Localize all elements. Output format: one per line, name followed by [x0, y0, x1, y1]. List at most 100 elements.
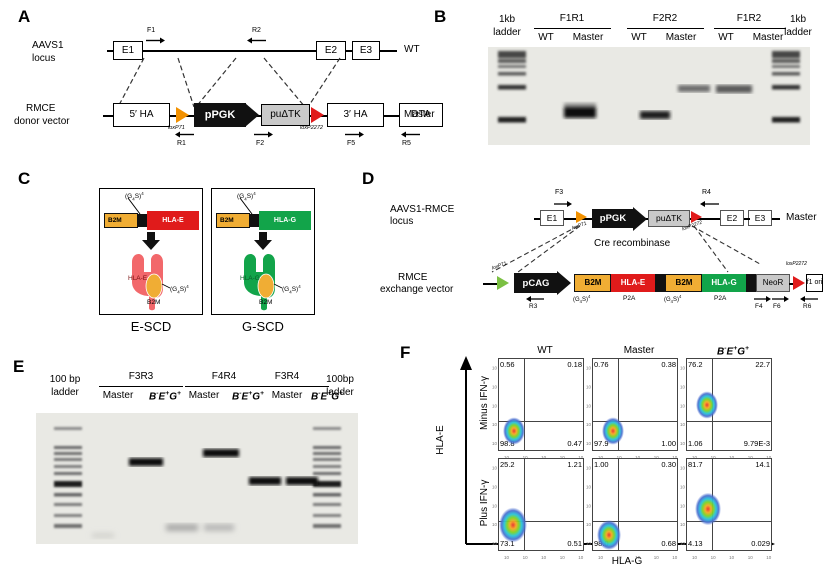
panel-d-row2-label-line1: RMCE [398, 272, 428, 283]
panel-d-primer-f3-arrow [554, 201, 572, 207]
panel-a-box-5ha: 5′ HA [113, 103, 170, 127]
panel-b-group-f1r2: F1R2 [736, 13, 762, 24]
panel-b-lane-2: Master [572, 32, 604, 43]
panel-a-primer-r2-arrow [247, 37, 266, 44]
panel-d-underlabel-2: P2A [623, 295, 636, 302]
panel-e-gel [36, 413, 358, 544]
svg-text:10: 10 [598, 555, 604, 560]
panel-a-row2-label-line1: RMCE [26, 103, 56, 114]
panel-d-box-e1: E1 [540, 210, 564, 226]
panel-d-row1-label-line1: AAVS1-RMCE [390, 204, 455, 215]
panel-b-gel [488, 47, 810, 145]
panel-a-row1-label-line1: AAVS1 [32, 40, 64, 51]
panel-a-loxp71-triangle [176, 107, 189, 123]
panel-e-group-f3r4: F3R4 [274, 371, 300, 382]
panel-e-ladder-right-l2: ladder [326, 387, 354, 398]
panel-d-vector-loxp2272-triangle [793, 276, 805, 290]
panel-f-row-minus: Minus IFN-γ [479, 376, 490, 430]
svg-text:10: 10 [672, 555, 678, 560]
panel-f-col-begplus: B-E+G+ [717, 345, 749, 358]
panel-a-wt-backbone [107, 50, 397, 52]
panel-d-primer-f4: F4 [755, 303, 763, 310]
svg-text:10: 10 [578, 555, 584, 560]
panel-c-left-down-arrow [142, 232, 160, 250]
panel-d-primer-r4-arrow [700, 201, 719, 207]
svg-text:10: 10 [766, 555, 772, 560]
panel-c-right-b2m-label: B2M [220, 217, 234, 224]
panel-d-dashed-connectors [491, 225, 761, 273]
panel-c-right-down-arrow [254, 232, 272, 250]
panel-a-primer-f2: F2 [256, 140, 265, 147]
panel-c-right-hla-label: HLA-G [273, 217, 297, 224]
panel-d-vector-backbone [483, 283, 501, 285]
panel-d-primer-f6-arrow [772, 296, 789, 302]
panel-d-primer-r3: R3 [529, 303, 538, 310]
panel-d-primer-f6: F6 [773, 303, 781, 310]
panel-a-box-e3: E3 [352, 41, 380, 60]
panel-a-primer-r1-arrow [175, 131, 194, 138]
panel-d-master-link-1 [744, 218, 750, 220]
panel-a-primer-f2-arrow [254, 131, 273, 138]
panel-a-primer-f5-arrow [345, 131, 364, 138]
panel-e-lane-2: B-E+G+ [149, 390, 181, 403]
panel-d-loxp71-triangle [576, 211, 587, 223]
svg-text:10: 10 [541, 555, 547, 560]
panel-a-primer-r5: R5 [402, 140, 411, 147]
svg-text:10: 10 [504, 555, 510, 560]
panel-d-vector-loxp2272-label: loxP2272 [786, 261, 807, 267]
panel-d-vector-b2m-1-label: B2M [584, 278, 602, 287]
panel-b-ladder-left-l1: 1kb [498, 14, 516, 25]
panel-a-row1-right: WT [404, 44, 420, 55]
panel-d-row1-right: Master [786, 212, 817, 223]
panel-b-lane-3: WT [631, 32, 647, 43]
panel-d-middle-text: Cre recombinase [594, 238, 671, 249]
panel-c-right-protein-b2m-label: B2M [259, 299, 273, 306]
panel-c-left-protein-linker-label: (G4S)4 [170, 284, 189, 295]
panel-d-vector-loxp71-triangle [497, 276, 509, 290]
panel-d-vector-p2a-2 [746, 274, 756, 292]
panel-e-ladder-right-l1: 100bp [326, 374, 354, 385]
panel-e-group-rule-1 [99, 386, 183, 388]
panel-letter-f: F [400, 343, 411, 362]
panel-d-row2-label-line2: exchange vector [380, 284, 454, 295]
panel-a-primer-f1-arrow [146, 37, 165, 44]
panel-a-loxp2272-label: loxP2272 [300, 125, 323, 131]
panel-d-underlabel-1: (G4S)4 [573, 294, 591, 305]
panel-a-loxp71-label: loxP71 [168, 125, 185, 131]
panel-a-primer-r2: R2 [252, 27, 261, 34]
panel-f-ylabel: HLA-E [435, 425, 446, 455]
svg-text:10: 10 [560, 555, 566, 560]
panel-d-primer-f4-arrow [754, 296, 771, 302]
panel-e-lane-6: B-E+G+ [311, 390, 343, 403]
panel-c-right-b2m-bar [216, 213, 250, 228]
panel-d-vector-p2a-1 [655, 274, 665, 292]
panel-c-left-linker-leader [127, 197, 141, 215]
panel-e-group-f4r4: F4R4 [211, 371, 237, 382]
panel-d-primer-r3-arrow [526, 296, 544, 302]
panel-d-primer-r4: R4 [702, 189, 711, 196]
panel-a-primer-f5: F5 [347, 140, 356, 147]
panel-a-dashed-connectors [117, 57, 341, 108]
panel-d-primer-r6: R6 [803, 303, 812, 310]
panel-d-vector-b2m-1 [574, 274, 611, 292]
panel-d-pcag-arrow: pCAG [514, 273, 558, 293]
svg-text:10: 10 [654, 555, 660, 560]
panel-c-left-protein-shape [132, 253, 171, 311]
panel-d-vector-link-1 [789, 283, 794, 285]
panel-letter-d: D [362, 169, 375, 188]
panel-b-group-rule-2 [627, 28, 704, 30]
panel-f-xlabel: HLA-G [611, 556, 643, 567]
panel-c-right-protein-hla-label: HLA-G [240, 275, 260, 282]
panel-letter-e: E [13, 357, 25, 376]
panel-a-ppgk-arrow: pPGK [194, 103, 246, 127]
panel-letter-c: C [18, 169, 31, 188]
panel-c-left-hla-bar [147, 211, 199, 230]
panel-b-ladder-left-l2: ladder [493, 27, 521, 38]
panel-e-ladder-left-l2: ladder [51, 387, 79, 398]
panel-a-primer-f1: F1 [147, 27, 156, 34]
panel-c-right-linker-leader [239, 197, 253, 215]
panel-a-primer-r5-arrow [401, 131, 420, 138]
panel-c-left-linker-block [138, 214, 147, 227]
panel-c-left-linker-top: (G4S)4 [125, 191, 144, 202]
